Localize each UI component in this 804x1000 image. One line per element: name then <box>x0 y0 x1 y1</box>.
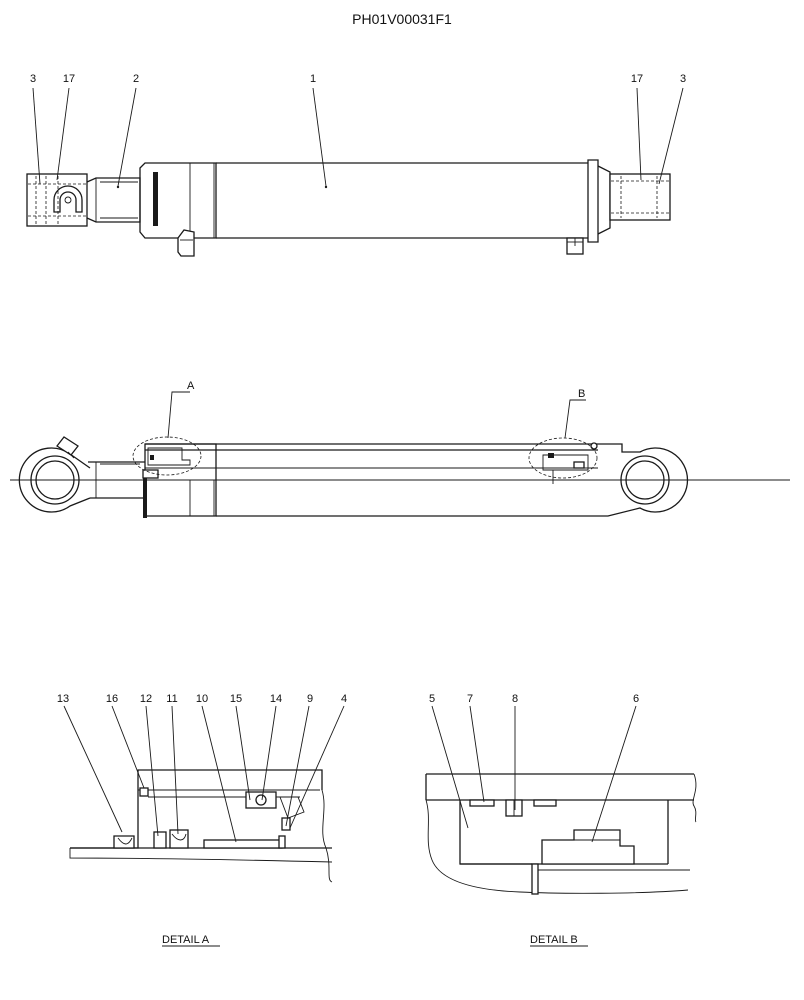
hydraulic-port-base <box>566 237 584 255</box>
cylinder-tube <box>216 159 611 243</box>
callout-17-left: 17 <box>63 73 75 85</box>
callout-14: 14 <box>270 693 282 705</box>
callout-9: 9 <box>307 693 313 705</box>
rod-eye <box>18 436 91 513</box>
detail-b-view: 5 7 8 6 DETAIL B <box>425 693 697 947</box>
callout-8: 8 <box>512 693 518 705</box>
detail-b-callout: B <box>578 388 585 400</box>
callout-3-left: 3 <box>30 73 36 85</box>
detail-b-marker <box>528 437 598 479</box>
base-end-clevis <box>609 173 671 221</box>
callout-15: 15 <box>230 693 242 705</box>
callout-7: 7 <box>467 693 473 705</box>
drawing-title: PH01V00031F1 <box>352 11 452 27</box>
callout-11: 11 <box>166 693 177 705</box>
detail-a-callout: A <box>187 380 195 392</box>
cylinder-top-view: 3 17 2 1 17 3 <box>26 73 686 257</box>
detail-b-caption: DETAIL B <box>530 934 578 946</box>
piston-rod <box>86 177 141 223</box>
callout-17-right: 17 <box>631 73 643 85</box>
callout-16: 16 <box>106 693 118 705</box>
rod-end-clevis <box>26 173 88 227</box>
detail-a-view: 13 16 12 11 10 15 14 9 4 DETAIL A <box>57 693 347 947</box>
callout-13: 13 <box>57 693 69 705</box>
hydraulic-port-head <box>177 229 195 257</box>
callout-5: 5 <box>429 693 435 705</box>
cylinder-side-view: A B <box>10 380 790 518</box>
callout-4: 4 <box>341 693 347 705</box>
callout-6: 6 <box>633 693 639 705</box>
callout-10: 10 <box>196 693 208 705</box>
cylinder-head <box>139 162 217 239</box>
detail-a-caption: DETAIL A <box>162 934 210 946</box>
callout-2: 2 <box>133 73 139 85</box>
callout-3-right: 3 <box>680 73 686 85</box>
callout-12: 12 <box>140 693 152 705</box>
callout-1: 1 <box>310 73 316 85</box>
detail-a-marker <box>132 436 202 476</box>
